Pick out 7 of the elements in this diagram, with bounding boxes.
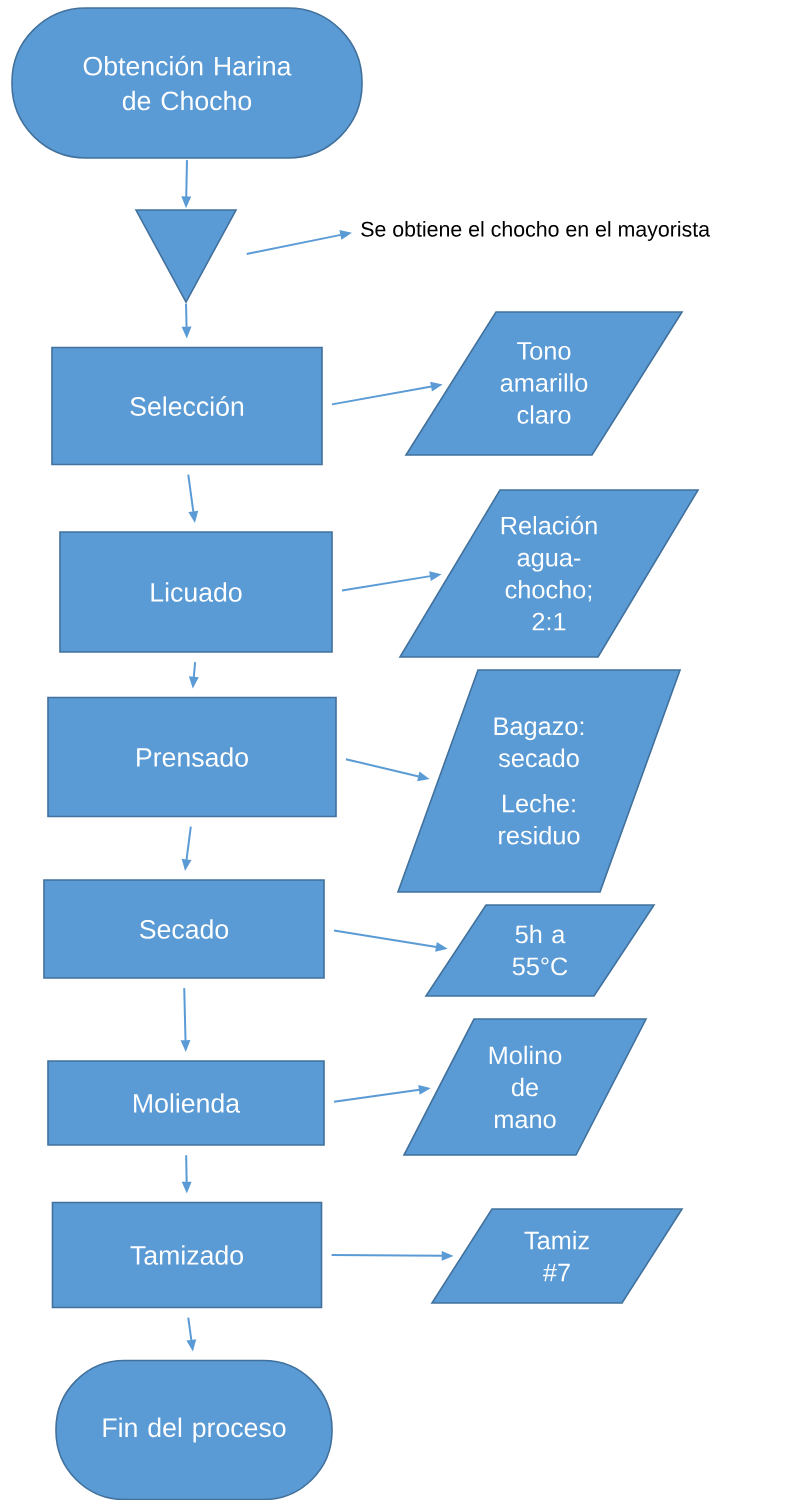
process-box: Licuado (59, 531, 333, 653)
process-box: Secado (43, 879, 325, 979)
process-box: Selección (51, 346, 323, 466)
process-box: Molienda (47, 1060, 325, 1146)
process-box: Prensado (47, 696, 337, 818)
note-text: Se obtiene el chocho en el mayorista (361, 221, 710, 241)
process-box: Tamizado (51, 1201, 323, 1309)
